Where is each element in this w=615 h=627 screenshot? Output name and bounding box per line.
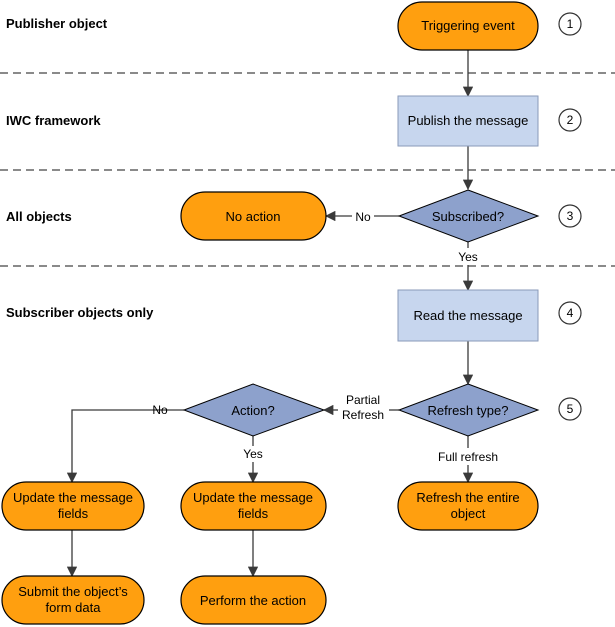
step-marker-4: 4 xyxy=(558,301,582,325)
step-marker-3: 3 xyxy=(558,204,582,228)
node-label: Refresh type? xyxy=(428,403,509,418)
node-label-line2: fields xyxy=(238,506,269,521)
edge-label-partial-line1: Partial xyxy=(346,393,380,407)
step-number: 1 xyxy=(567,17,574,31)
node-triggering-event: Triggering event xyxy=(397,1,539,51)
node-label: Triggering event xyxy=(421,18,515,33)
node-label: Perform the action xyxy=(200,593,306,608)
step-marker-2: 2 xyxy=(558,108,582,132)
edge-action-no xyxy=(66,409,184,484)
step-marker-1: 1 xyxy=(558,12,582,36)
node-perform-action: Perform the action xyxy=(180,575,327,625)
node-label: Read the message xyxy=(413,308,522,323)
edge-label-full-refresh: Full refresh xyxy=(438,450,498,464)
step-number: 4 xyxy=(567,306,574,320)
node-action-decision: Action? xyxy=(182,383,326,437)
node-publish-message: Publish the message xyxy=(397,95,539,147)
node-label-line2: fields xyxy=(58,506,89,521)
node-label-line2: form data xyxy=(46,600,102,615)
node-label-line1: Update the message xyxy=(193,490,313,505)
node-label-line2: object xyxy=(451,506,486,521)
node-read-message: Read the message xyxy=(397,289,539,342)
edge-label-yes-subscribed: Yes xyxy=(458,250,478,264)
edge-label-partial-line2: Refresh xyxy=(342,408,384,422)
node-refresh-type-decision: Refresh type? xyxy=(397,383,540,437)
node-label: Publish the message xyxy=(408,113,529,128)
node-label-line1: Refresh the entire xyxy=(416,490,519,505)
node-label-line1: Submit the object’s xyxy=(18,584,128,599)
node-refresh-entire-object: Refresh the entire object xyxy=(397,481,539,531)
step-number: 3 xyxy=(567,209,574,223)
node-label-line1: Update the message xyxy=(13,490,133,505)
node-label: Action? xyxy=(231,403,274,418)
edge-label-yes-action-branch: Yes xyxy=(243,447,263,461)
edge-label-no-action-branch: No xyxy=(152,403,168,417)
step-number: 2 xyxy=(567,113,574,127)
edge-label-no-subscribed: No xyxy=(355,210,371,224)
lane-label-subscriber: Subscriber objects only xyxy=(6,305,154,320)
node-subscribed-decision: Subscribed? xyxy=(397,189,540,243)
node-update-fields-middle: Update the message fields xyxy=(180,481,327,531)
node-label: No action xyxy=(226,209,281,224)
step-number: 5 xyxy=(567,402,574,416)
lane-label-iwc: IWC framework xyxy=(6,113,101,128)
lane-label-all: All objects xyxy=(6,209,72,224)
lane-label-publisher: Publisher object xyxy=(6,16,108,31)
node-no-action: No action xyxy=(180,191,327,241)
node-label: Subscribed? xyxy=(432,209,504,224)
node-update-fields-left: Update the message fields xyxy=(1,481,145,531)
node-submit-form-data: Submit the object’s form data xyxy=(1,575,145,625)
step-marker-5: 5 xyxy=(558,397,582,421)
